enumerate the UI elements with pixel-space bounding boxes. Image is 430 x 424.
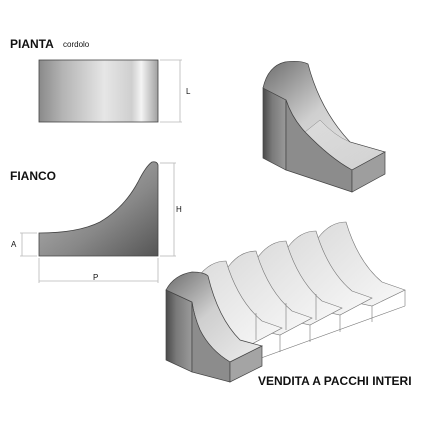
kerb-pack bbox=[165, 221, 406, 383]
dimension-a-label: A bbox=[11, 240, 17, 249]
cordolo-label: cordolo bbox=[63, 40, 90, 49]
pianta-label: PIANTA bbox=[10, 37, 54, 51]
vendita-label: VENDITA A PACCHI INTERI bbox=[258, 374, 412, 388]
isometric-kerb bbox=[262, 60, 386, 193]
dimension-p-label: P bbox=[93, 273, 98, 282]
dimension-h-label: H bbox=[176, 205, 182, 214]
side-view: H A P bbox=[11, 161, 182, 283]
dimension-l-label: L bbox=[186, 87, 191, 96]
fianco-label: FIANCO bbox=[10, 169, 56, 183]
plan-view: L bbox=[38, 59, 191, 123]
